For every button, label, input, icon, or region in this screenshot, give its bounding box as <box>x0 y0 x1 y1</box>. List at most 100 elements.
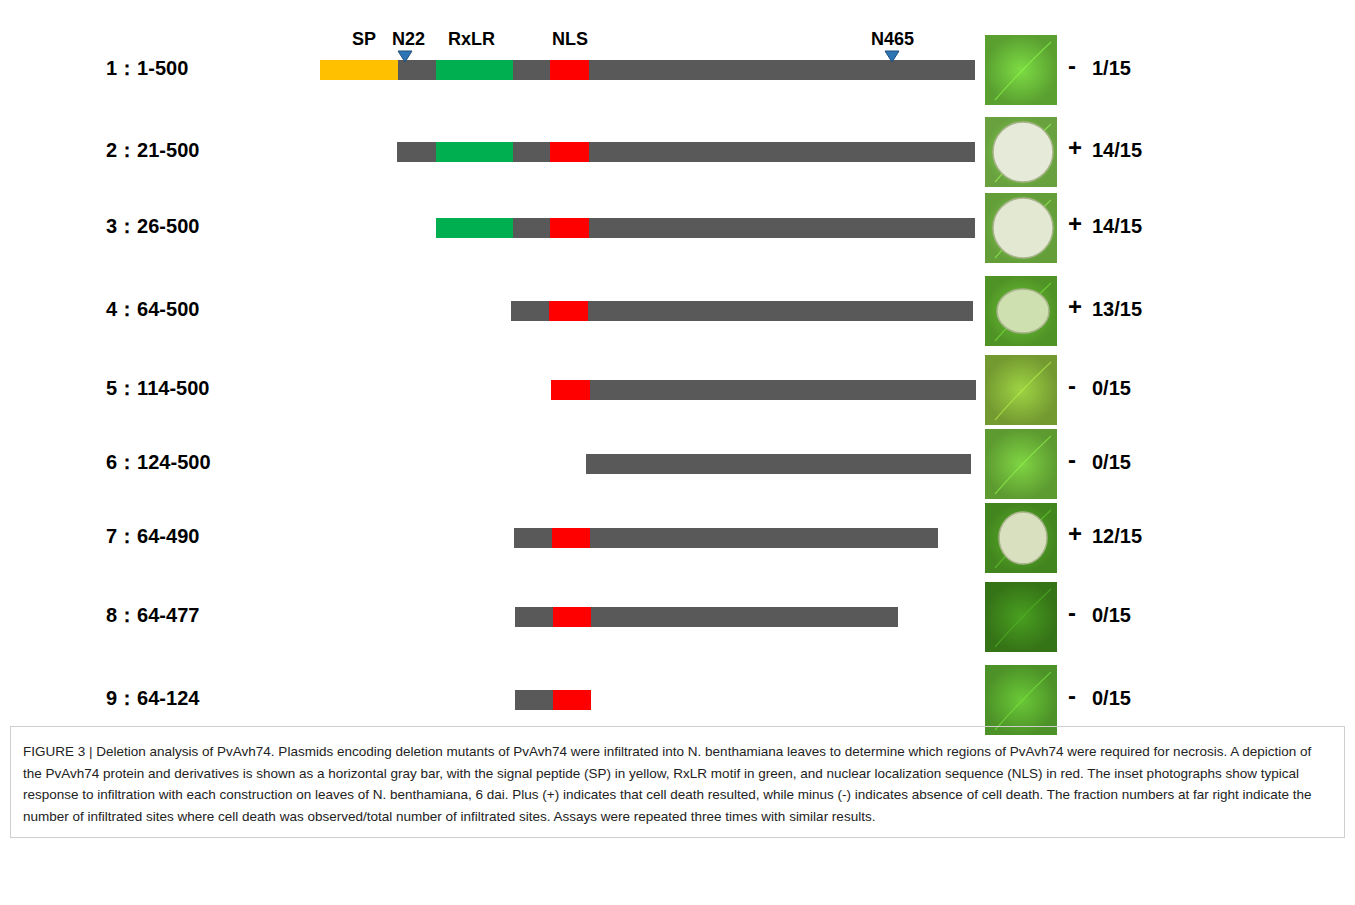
bar-segment <box>513 142 550 162</box>
bar-segment <box>551 380 590 400</box>
protein-bar <box>514 528 938 548</box>
leaf-surface <box>985 665 1057 735</box>
site-label: N22 <box>392 30 425 50</box>
bar-segment <box>586 454 971 474</box>
leaf-surface <box>985 355 1057 425</box>
construct-label: 1：1-500 <box>106 57 188 79</box>
figure-caption: FIGURE 3 | Deletion analysis of PvAvh74.… <box>10 726 1345 838</box>
leaf-surface <box>985 193 1057 263</box>
bar-segment <box>398 60 436 80</box>
bar-segment <box>513 60 550 80</box>
bar-segment <box>589 142 975 162</box>
leaf-photo <box>985 582 1057 652</box>
construct-label: 9：64-124 <box>106 687 199 709</box>
leaf-surface <box>985 276 1057 346</box>
result-sign: - <box>1068 53 1076 79</box>
fraction-count: 0/15 <box>1092 687 1131 709</box>
construct-label: 7：64-490 <box>106 525 199 547</box>
construct-label: 8：64-477 <box>106 604 199 626</box>
leaf-vein <box>995 672 1051 730</box>
necrosis-lesion <box>997 289 1049 333</box>
fraction-count: 14/15 <box>1092 215 1142 237</box>
protein-bar <box>551 380 976 400</box>
leaf-photo <box>985 276 1057 346</box>
bar-segment <box>513 218 550 238</box>
bar-segment <box>436 142 513 162</box>
site-marker <box>398 51 412 62</box>
bar-segment <box>552 528 590 548</box>
result-sign: + <box>1068 521 1082 547</box>
leaf-photo <box>985 355 1057 425</box>
bar-segment <box>589 218 975 238</box>
construct-label: 4：64-500 <box>106 298 199 320</box>
leaf-vein <box>995 283 1051 341</box>
fraction-count: 12/15 <box>1092 525 1142 547</box>
bar-segment <box>589 60 975 80</box>
fraction-count: 1/15 <box>1092 57 1131 79</box>
leaf-vein <box>995 42 1051 100</box>
result-sign: + <box>1068 211 1082 237</box>
leaf-surface <box>985 429 1057 499</box>
leaf-photo <box>985 117 1057 187</box>
necrosis-lesion <box>993 122 1053 182</box>
site-label: N465 <box>871 30 914 50</box>
construct-label: 6：124-500 <box>106 451 211 473</box>
bar-segment <box>320 60 398 80</box>
construct-label: 3：26-500 <box>106 215 199 237</box>
fraction-count: 13/15 <box>1092 298 1142 320</box>
protein-bar <box>320 60 975 80</box>
protein-bar <box>515 607 898 627</box>
bar-segment <box>550 60 589 80</box>
bar-segment <box>397 142 436 162</box>
construct-label: 5：114-500 <box>106 377 209 399</box>
fraction-count: 14/15 <box>1092 139 1142 161</box>
bar-segment <box>590 380 976 400</box>
leaf-vein <box>995 589 1051 647</box>
leaf-photo <box>985 665 1057 735</box>
protein-bar <box>586 454 971 474</box>
necrosis-lesion <box>999 512 1047 564</box>
necrosis-lesion <box>993 198 1053 258</box>
bar-segment <box>590 528 938 548</box>
fraction-count: 0/15 <box>1092 377 1131 399</box>
bar-segment <box>591 607 898 627</box>
domain-label: SP <box>352 30 376 50</box>
leaf-photo <box>985 193 1057 263</box>
bar-segment <box>553 690 591 710</box>
protein-bar <box>397 142 975 162</box>
bar-segment <box>588 301 973 321</box>
leaf-vein <box>995 510 1051 568</box>
protein-bar <box>436 218 975 238</box>
construct-label: 2：21-500 <box>106 139 199 161</box>
bar-segment <box>550 142 589 162</box>
leaf-vein <box>995 436 1051 494</box>
leaf-vein <box>995 362 1051 420</box>
leaf-surface <box>985 117 1057 187</box>
domain-label: NLS <box>552 30 588 50</box>
leaf-photo <box>985 503 1057 573</box>
leaf-surface <box>985 35 1057 105</box>
domain-label: RxLR <box>448 30 495 50</box>
bar-segment <box>515 690 553 710</box>
bar-segment <box>549 301 588 321</box>
fraction-count: 0/15 <box>1092 604 1131 626</box>
protein-bar <box>511 301 973 321</box>
bar-segment <box>514 528 552 548</box>
result-sign: - <box>1068 373 1076 399</box>
bar-segment <box>550 218 589 238</box>
result-sign: - <box>1068 683 1076 709</box>
bar-segment <box>511 301 549 321</box>
bar-segment <box>515 607 553 627</box>
result-sign: - <box>1068 447 1076 473</box>
site-marker <box>885 51 899 62</box>
result-sign: - <box>1068 600 1076 626</box>
leaf-surface <box>985 503 1057 573</box>
leaf-surface <box>985 582 1057 652</box>
fraction-count: 0/15 <box>1092 451 1131 473</box>
protein-bar <box>515 690 591 710</box>
result-sign: + <box>1068 135 1082 161</box>
bar-segment <box>436 218 513 238</box>
leaf-photo <box>985 429 1057 499</box>
bar-segment <box>553 607 591 627</box>
result-sign: + <box>1068 294 1082 320</box>
